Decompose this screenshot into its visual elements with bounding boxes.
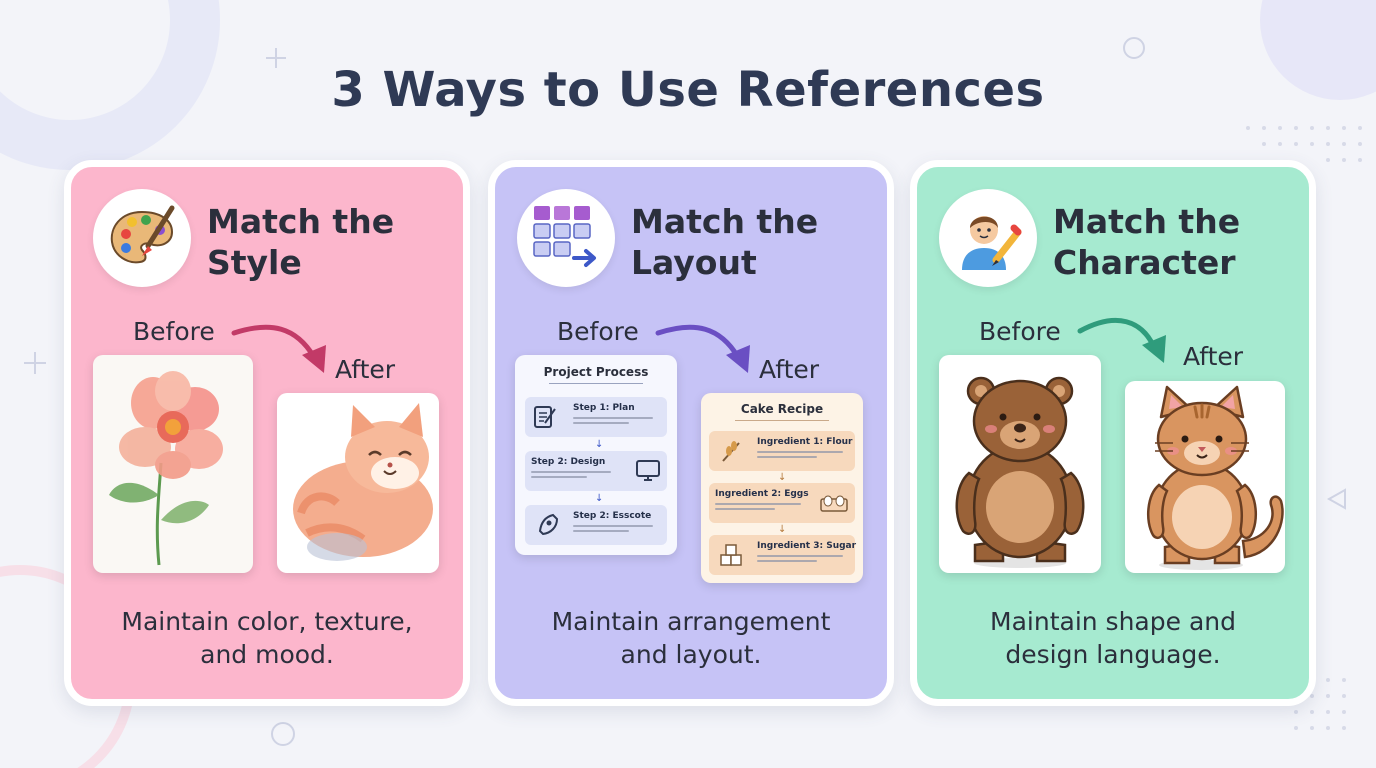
after-image-cat-character [1125, 381, 1285, 573]
card-description: Maintain color, texture, and mood. [121, 607, 413, 669]
card-title: Match the Style [207, 202, 395, 282]
doc-step: Ingredient 3: Sugar [709, 535, 856, 575]
before-doc-project-process: Project Process Step 1: Plan ↓ Step 2: D… [515, 355, 677, 555]
doc-title: Cake Recipe [740, 402, 824, 416]
doc-step: Step 2: Esscote [525, 505, 667, 545]
curved-arrow-icon [231, 324, 326, 373]
after-image-cat [277, 393, 439, 573]
after-label: After [1183, 342, 1244, 371]
palette-icon [93, 189, 191, 287]
card-match-layout: Match the Layout Before After Project Pr… [488, 160, 894, 706]
after-doc-cake-recipe: Cake Recipe Ingredient 1: Flour ↓ Ingred… [701, 393, 863, 583]
curved-arrow-icon [1077, 318, 1166, 363]
card-description: Maintain arrangement and layout. [551, 607, 831, 669]
after-label: After [335, 355, 396, 384]
card-description: Maintain shape and design language. [990, 607, 1236, 669]
before-image-bear [939, 355, 1101, 573]
doc-step: Step 1: Plan [525, 397, 667, 437]
page-title: 3 Ways to Use References [331, 62, 1045, 118]
grid-layout-icon [517, 189, 615, 287]
after-label: After [759, 355, 820, 384]
before-label: Before [979, 317, 1061, 346]
doc-step: Step 2: Design [525, 451, 667, 491]
before-label: Before [133, 317, 215, 346]
doc-step: Ingredient 1: Flour [709, 431, 855, 471]
card-match-character: Match the Character Before After [910, 160, 1316, 706]
before-image-flower [93, 355, 253, 573]
doc-step: Ingredient 2: Eggs [709, 483, 855, 523]
doc-title: Project Process [543, 365, 649, 379]
person-pencil-icon [939, 189, 1037, 287]
card-title: Match the Layout [631, 202, 819, 282]
curved-arrow-icon [655, 324, 750, 373]
card-title: Match the Character [1053, 202, 1241, 282]
card-match-style: Match the Style Before After [64, 160, 470, 706]
before-label: Before [557, 317, 639, 346]
